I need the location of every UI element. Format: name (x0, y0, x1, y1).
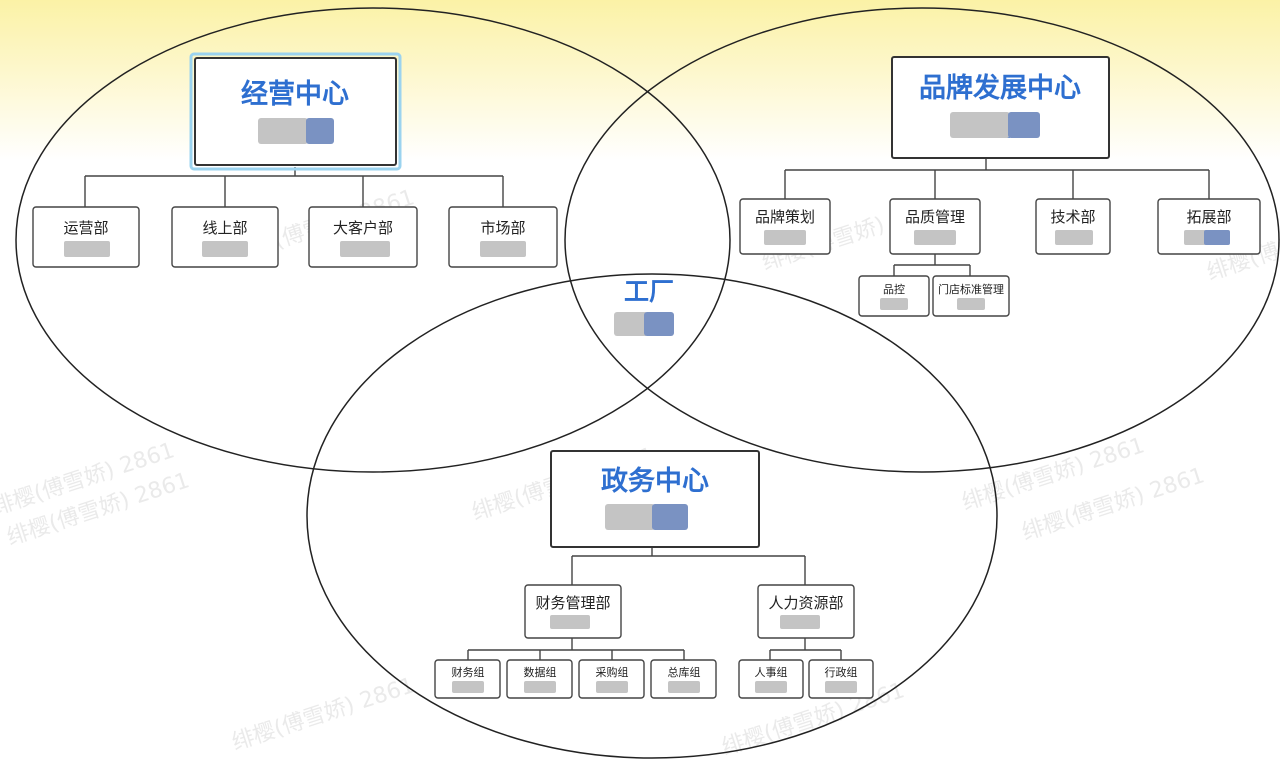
sub-dept-redaction (825, 681, 857, 693)
dept-box[interactable]: 品牌策划 ( ) (739, 198, 831, 255)
operations-title-highlight (189, 52, 402, 171)
sub-dept-label: 数据组 (524, 665, 557, 679)
sub-dept-box[interactable]: 门店标准管理 ( ) (932, 275, 1010, 317)
dept-redaction (340, 241, 390, 257)
sub-dept-label: 品控 (883, 282, 905, 296)
operations-ellipse (15, 7, 731, 473)
brand-manager-redaction (950, 112, 1010, 138)
government-manager-redaction (605, 504, 655, 530)
dept-label: 技术部 (1050, 208, 1095, 226)
sub-dept-redaction (755, 681, 787, 693)
dept-redaction (764, 230, 806, 245)
brand-title-box[interactable] (891, 56, 1110, 159)
dept-box[interactable]: 运营部 ( ) (32, 206, 140, 268)
dept-box[interactable]: 拓展部 ( ) (1157, 198, 1261, 255)
brand-title: 品牌发展中心 (919, 72, 1081, 104)
watermark-text: 绯樱(傅雪娇) 2861 (229, 673, 418, 756)
sub-dept-label: 采购组 (596, 665, 629, 679)
government-title-box[interactable] (550, 450, 760, 548)
factory-manager-redaction (644, 312, 674, 336)
brand-connector (784, 157, 1210, 199)
operations-connector (84, 167, 504, 207)
dept-label: 线上部 (202, 219, 247, 237)
government-ellipse (306, 273, 998, 759)
factory-center: 工厂 ( ) (614, 277, 674, 338)
dept-box[interactable]: 品质管理 ( ) (889, 198, 981, 255)
sub-dept-box[interactable]: 总库组 ( ) (650, 659, 717, 699)
finance-connector (467, 637, 685, 660)
factory-manager-redaction (614, 312, 648, 336)
government-center: 政务中心 ( ) 财务管理部 ( ) 人力资源部 ( ) 财务组 ( ) (434, 450, 874, 699)
dept-label: 人力资源部 (768, 594, 843, 612)
operations-manager-redaction (258, 118, 308, 144)
sub-dept-box[interactable]: 数据组 ( ) (506, 659, 573, 699)
factory-title: 工厂 (624, 277, 674, 306)
sub-dept-label: 行政组 (825, 665, 858, 679)
sub-dept-redaction (596, 681, 628, 693)
dept-redaction (550, 615, 590, 629)
brand-manager-redaction (1008, 112, 1040, 138)
government-title: 政务中心 (601, 466, 709, 497)
sub-dept-redaction (957, 298, 985, 310)
sub-dept-box[interactable]: 人事组 ( ) (738, 659, 804, 699)
dept-label: 品牌策划 (755, 208, 815, 226)
dept-redaction (1184, 230, 1206, 245)
sub-dept-redaction (452, 681, 484, 693)
operations-title-box[interactable] (194, 57, 397, 166)
dept-redaction (914, 230, 956, 245)
government-connector (571, 547, 806, 585)
dept-label: 运营部 (63, 219, 108, 237)
sub-dept-redaction (880, 298, 908, 310)
hr-connector (769, 637, 842, 660)
sub-dept-box[interactable]: 财务组 ( ) (434, 659, 501, 699)
dept-redaction (64, 241, 110, 257)
dept-box[interactable]: 技术部 ( ) (1035, 198, 1111, 255)
sub-dept-box[interactable]: 品控 ( ) (858, 275, 930, 317)
quality-connector (893, 253, 971, 276)
dept-redaction (1204, 230, 1230, 245)
sub-dept-box[interactable]: 行政组 ( ) (808, 659, 874, 699)
sub-dept-box[interactable]: 采购组 ( ) (578, 659, 645, 699)
dept-box[interactable]: 线上部 ( ) (171, 206, 279, 268)
sub-dept-label: 人事组 (755, 665, 788, 679)
sub-dept-label: 门店标准管理 (938, 282, 1004, 296)
dept-redaction (480, 241, 526, 257)
dept-box[interactable]: 大客户部 ( ) (308, 206, 418, 268)
dept-label: 品质管理 (905, 208, 965, 226)
dept-box[interactable]: 市场部 ( ) (448, 206, 558, 268)
sub-dept-redaction (668, 681, 700, 693)
dept-box[interactable]: 财务管理部 ( ) (524, 584, 622, 639)
sub-dept-label: 财务组 (452, 665, 485, 679)
operations-manager-redaction (306, 118, 334, 144)
dept-label: 拓展部 (1186, 208, 1231, 226)
sub-dept-label: 总库组 (668, 665, 701, 679)
operations-center: 经营中心 ( ) 运营部 ( ) 线上部 ( ) 大客户部 ( ) (32, 52, 558, 268)
sub-dept-redaction (524, 681, 556, 693)
dept-redaction (1055, 230, 1093, 245)
government-manager-redaction (652, 504, 688, 530)
dept-label: 大客户部 (333, 219, 393, 237)
dept-redaction (780, 615, 820, 629)
operations-title: 经营中心 (241, 78, 349, 110)
dept-label: 财务管理部 (535, 594, 610, 612)
dept-box[interactable]: 人力资源部 ( ) (757, 584, 855, 639)
dept-redaction (202, 241, 248, 257)
brand-ellipse (564, 7, 1280, 473)
brand-center: 品牌发展中心 ( ) 品牌策划 ( ) 品质管理 ( ) 技术部 ( ) (739, 56, 1261, 317)
dept-label: 市场部 (480, 219, 525, 237)
